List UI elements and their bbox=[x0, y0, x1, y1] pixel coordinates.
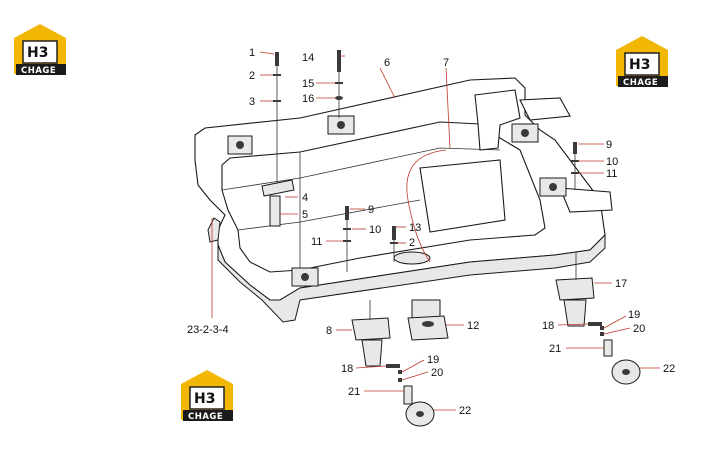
part-label-21: 21 bbox=[348, 386, 360, 398]
part-label-22: 22 bbox=[459, 405, 471, 417]
lower-axle-right bbox=[588, 322, 613, 357]
leader-lines bbox=[211, 51, 660, 411]
lower-bracket-left bbox=[351, 300, 391, 367]
part-label-16: 16 bbox=[302, 93, 314, 105]
fastener-stack-right bbox=[571, 142, 579, 190]
deck-plate-right bbox=[559, 187, 613, 213]
part-label-12: 12 bbox=[467, 320, 479, 332]
wheel-left bbox=[405, 401, 435, 427]
deck-plate-top bbox=[519, 97, 571, 121]
part-label-20: 20 bbox=[431, 367, 443, 379]
logo-top-left: H3 CHAGE bbox=[14, 24, 66, 76]
part-label-9: 9 bbox=[368, 204, 374, 216]
part-label-2: 2 bbox=[249, 70, 255, 82]
logo-mark: H3 bbox=[27, 45, 48, 61]
side-hook bbox=[207, 217, 221, 243]
fastener-stack-center-2 bbox=[390, 226, 398, 262]
logo-brand: CHAGE bbox=[623, 78, 658, 88]
logo-mark: H3 bbox=[629, 57, 650, 73]
part-label-22b: 22 bbox=[663, 363, 675, 375]
mount-pad bbox=[327, 115, 355, 135]
mount-pad bbox=[511, 123, 539, 143]
part-label-10: 10 bbox=[369, 224, 381, 236]
fastener-stack-top bbox=[335, 50, 343, 118]
part-label-8: 8 bbox=[326, 325, 332, 337]
logo-brand: CHAGE bbox=[188, 412, 223, 422]
part-label-3: 3 bbox=[249, 96, 255, 108]
mount-pad bbox=[227, 135, 253, 155]
fastener-stack-center bbox=[343, 206, 351, 272]
part-label-9b: 9 bbox=[606, 139, 612, 151]
part-label-5: 5 bbox=[302, 209, 308, 221]
part-label-1: 1 bbox=[249, 47, 255, 59]
part-label-20b: 20 bbox=[633, 323, 645, 335]
lower-axle-left bbox=[386, 364, 413, 405]
cross-member bbox=[474, 89, 521, 151]
mount-pad bbox=[291, 267, 319, 287]
part-label-11: 11 bbox=[311, 236, 322, 248]
center-bracket-plate bbox=[419, 159, 506, 233]
part-label-13: 13 bbox=[409, 222, 421, 234]
mount-pad bbox=[539, 177, 567, 197]
part-labels: 1 2 3 14 15 16 6 7 4 5 9 10 11 13 2 9 10… bbox=[187, 47, 675, 417]
part-label-7: 7 bbox=[443, 57, 449, 69]
part-label-10b: 10 bbox=[606, 156, 618, 168]
part-label-21b: 21 bbox=[549, 343, 561, 355]
part-label-4: 4 bbox=[302, 192, 308, 204]
part-label-11b: 11 bbox=[606, 168, 617, 180]
logo-brand: CHAGE bbox=[21, 66, 56, 76]
wheel-right bbox=[611, 359, 641, 385]
part-label-18b: 18 bbox=[542, 320, 554, 332]
bushing-flange bbox=[261, 179, 295, 197]
lower-bracket-right bbox=[555, 252, 595, 327]
bushing-shaft bbox=[269, 195, 281, 227]
frame-inner-opening bbox=[221, 121, 546, 273]
part-label-19b: 19 bbox=[628, 309, 640, 321]
fastener-stack-left bbox=[261, 52, 295, 227]
part-label-14: 14 bbox=[302, 52, 314, 64]
part-label-18: 18 bbox=[341, 363, 353, 375]
logo-bottom-left: H3 CHAGE bbox=[181, 370, 233, 422]
frame-assembly bbox=[194, 77, 613, 323]
frame-front-face bbox=[217, 233, 606, 323]
part-label-6: 6 bbox=[384, 57, 390, 69]
logo-mark: H3 bbox=[194, 391, 215, 407]
logo-top-right: H3 CHAGE bbox=[616, 36, 668, 88]
part-label-2b: 2 bbox=[409, 237, 415, 249]
damper-block bbox=[407, 299, 449, 341]
part-label-19: 19 bbox=[427, 354, 439, 366]
part-label-17: 17 bbox=[615, 278, 627, 290]
part-label-23-2-3-4: 23-2-3-4 bbox=[187, 324, 229, 336]
part-label-15: 15 bbox=[302, 78, 314, 90]
